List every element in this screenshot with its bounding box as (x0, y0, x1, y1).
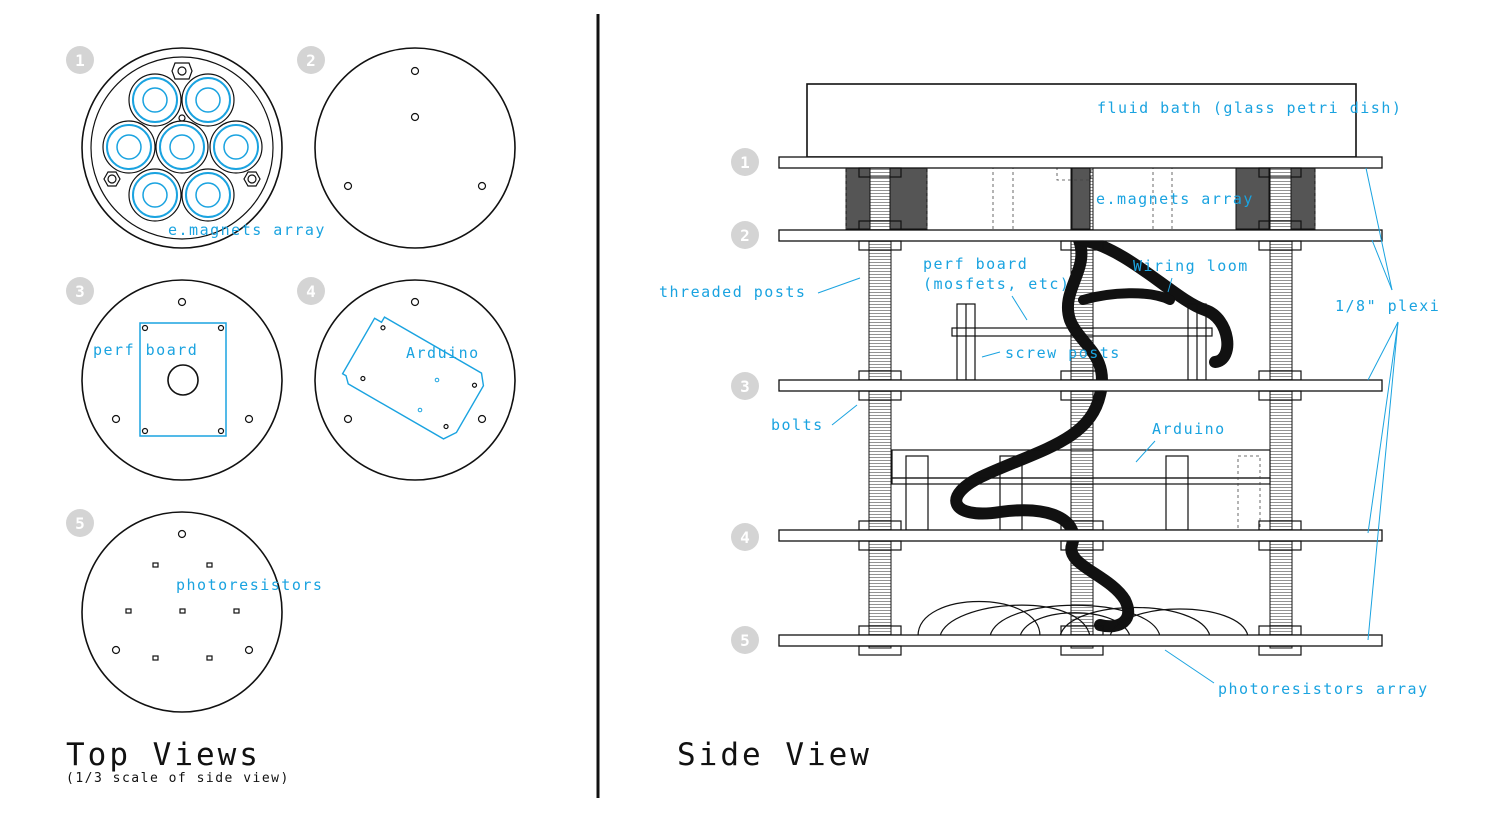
leader-perf-board (1011, 295, 1028, 321)
label-photoresistors-array: photoresistors array (1218, 680, 1429, 698)
side-view: fluid bath (glass petri dish) e.magnets … (659, 83, 1440, 698)
badge-side-2-label: 2 (740, 226, 750, 245)
hidden-lines (845, 160, 1316, 232)
top-view-1: 1 e.magnets array (66, 46, 326, 249)
badge-top-1: 1 (66, 46, 94, 74)
photoresistor-dots (125, 562, 240, 661)
badge-side-4: 4 (731, 523, 759, 551)
leader-bolts (831, 404, 858, 426)
top-view-2: 2 (297, 46, 516, 249)
wiring-loom-cable (950, 234, 1135, 633)
leader-wiring-loom (1167, 277, 1173, 293)
badge-side-2: 2 (731, 221, 759, 249)
badge-top-3-label: 3 (75, 282, 85, 301)
badge-top-2: 2 (297, 46, 325, 74)
label-bolts: bolts (771, 416, 824, 434)
badge-top-4: 4 (297, 277, 325, 305)
magnet-coils (102, 73, 263, 222)
label-top-perf-board: perf board (93, 341, 198, 359)
plate-4 (778, 520, 1383, 551)
perf-board-outline (139, 322, 227, 437)
badge-top-2-label: 2 (306, 51, 316, 70)
side-view-title: Side View (677, 737, 872, 773)
label-screw-posts: screw posts (1005, 344, 1121, 362)
badge-side-1: 1 (731, 148, 759, 176)
badge-top-3: 3 (66, 277, 94, 305)
plate-3 (778, 370, 1383, 401)
label-top-arduino: Arduino (406, 344, 480, 362)
top-view-5: 5 photoresistors (66, 509, 323, 713)
label-plexi: 1/8" plexi (1335, 297, 1440, 315)
badge-side-4-label: 4 (740, 528, 750, 547)
top-views-subtitle: (1/3 scale of side view) (66, 771, 290, 786)
badge-top-5: 5 (66, 509, 94, 537)
badge-side-3-label: 3 (740, 377, 750, 396)
label-threaded-posts: threaded posts (659, 283, 806, 301)
top-views-title: Top Views (66, 737, 261, 773)
arduino-shelf (891, 449, 1271, 531)
leader-arduino (1135, 440, 1156, 463)
label-side-emagnets: e.magnets array (1096, 190, 1254, 208)
label-perf-board-2: (mosfets, etc) (923, 275, 1070, 293)
plate-2 (778, 220, 1383, 251)
badge-top-4-label: 4 (306, 282, 316, 301)
plate-1 (778, 156, 1383, 178)
badge-side-5-label: 5 (740, 631, 750, 650)
top-view-3: 3 perf board (66, 277, 283, 481)
photoresistor-wires (917, 601, 1249, 637)
badge-top-5-label: 5 (75, 514, 85, 533)
label-wiring-loom: Wiring loom (1133, 257, 1249, 275)
leader-screw-posts (981, 351, 1001, 358)
label-perf-board-1: perf board (923, 255, 1028, 273)
fluid-bath-dish (806, 83, 1357, 158)
label-top-photoresistors: photoresistors (176, 576, 323, 594)
hex-nut-icon (171, 62, 193, 80)
label-fluid-bath: fluid bath (glass petri dish) (1097, 99, 1402, 117)
hex-nut-icon (243, 171, 261, 187)
perf-board-shelf (951, 303, 1213, 381)
leaders-plexi (1365, 167, 1399, 641)
label-top-emagnets: e.magnets array (168, 221, 326, 239)
badge-side-3: 3 (731, 372, 759, 400)
top-view-4: 4 Arduino (297, 277, 516, 481)
leader-photoresistors-array (1164, 649, 1215, 684)
arduino-board-outline (341, 316, 485, 440)
leader-threaded-posts (817, 277, 861, 294)
label-side-arduino: Arduino (1152, 420, 1226, 438)
plate-5 (778, 625, 1383, 656)
hex-nut-icon (103, 171, 121, 187)
badge-side-1-label: 1 (740, 153, 750, 172)
badge-side-5: 5 (731, 626, 759, 654)
badge-top-1-label: 1 (75, 51, 85, 70)
